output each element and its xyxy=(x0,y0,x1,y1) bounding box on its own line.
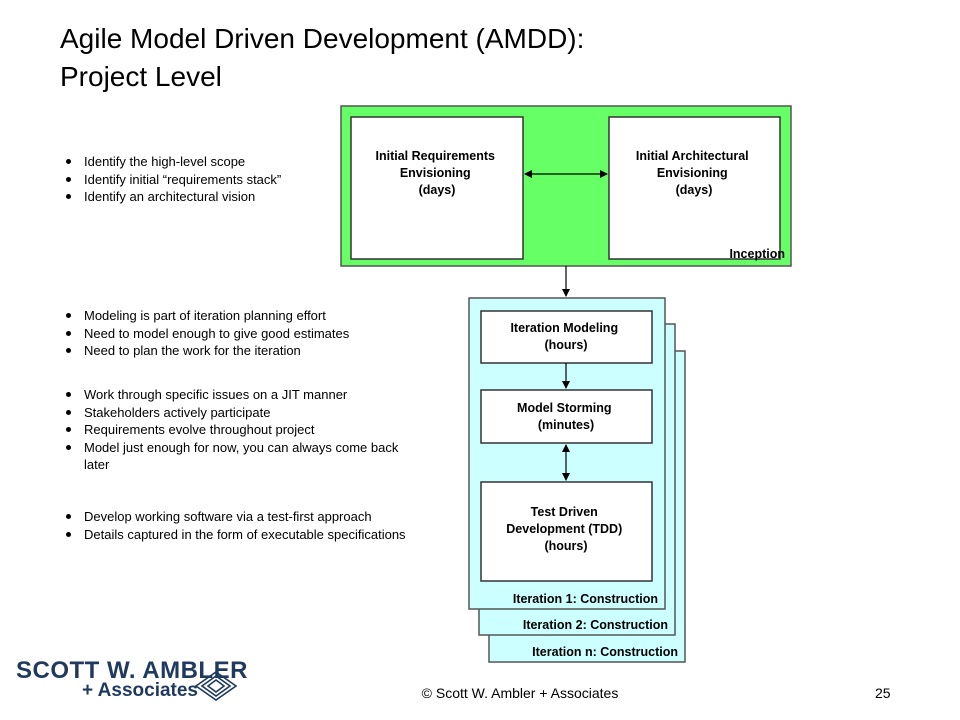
label-line: Test Driven xyxy=(531,505,598,519)
initial-requirements-label: Initial Requirements Envisioning (days) xyxy=(376,149,499,197)
iteration-2-label: Iteration 2: Construction xyxy=(523,618,668,632)
iteration-modeling-bullets: Modeling is part of iteration planning e… xyxy=(62,307,422,360)
logo-associates: + Associates xyxy=(82,680,199,701)
tdd-bullets: Develop working software via a test-firs… xyxy=(62,508,462,543)
logo-name: SCOTT W. AMBLER xyxy=(16,657,248,684)
label-line: Initial Architectural xyxy=(636,149,749,163)
label-line: (days) xyxy=(419,183,456,197)
label-line: Envisioning xyxy=(657,166,728,180)
initial-requirements-box xyxy=(350,116,524,260)
iteration-1-label: Iteration 1: Construction xyxy=(513,592,658,606)
iteration-n-label: Iteration n: Construction xyxy=(532,645,678,659)
bullet-item: Details captured in the form of executab… xyxy=(62,526,462,544)
label-line: Model Storming xyxy=(517,401,611,415)
bullet-item: Identify initial “requirements stack” xyxy=(62,171,332,189)
iteration-modeling-box xyxy=(480,310,653,364)
tdd-box xyxy=(480,481,653,582)
bullet-item: Requirements evolve throughout project xyxy=(62,421,402,439)
slide-title-line-2: Project Level xyxy=(60,61,222,92)
label-line: (days) xyxy=(676,183,713,197)
label-line: Initial Requirements xyxy=(376,149,496,163)
tdd-label: Test Driven Development (TDD) (hours) xyxy=(506,505,625,553)
model-storming-box xyxy=(480,389,653,444)
model-storming-label: Model Storming (minutes) xyxy=(517,401,615,432)
initial-architectural-box xyxy=(608,116,781,260)
bullet-item: Identify an architectural vision xyxy=(62,188,332,206)
footer-copyright: © Scott W. Ambler + Associates xyxy=(421,685,619,701)
logo-diamond-icon xyxy=(194,671,238,701)
label-line: (minutes) xyxy=(538,418,594,432)
bullet-item: Need to plan the work for the iteration xyxy=(62,342,422,360)
slide-title-line-1: Agile Model Driven Development (AMDD): xyxy=(60,23,585,54)
bullet-item: Identify the high-level scope xyxy=(62,153,332,171)
iteration-modeling-label: Iteration Modeling (hours) xyxy=(510,321,621,352)
label-line: (hours) xyxy=(544,338,587,352)
inception-label: Inception xyxy=(729,247,785,261)
model-storming-bullets: Work through specific issues on a JIT ma… xyxy=(62,386,402,474)
initial-architectural-label: Initial Architectural Envisioning (days) xyxy=(636,149,752,197)
label-line: Iteration Modeling xyxy=(510,321,618,335)
label-line: (hours) xyxy=(544,539,587,553)
label-line: Development (TDD) xyxy=(506,522,622,536)
bullet-item: Need to model enough to give good estima… xyxy=(62,325,422,343)
label-line: Envisioning xyxy=(400,166,471,180)
bullet-item: Model just enough for now, you can alway… xyxy=(62,439,402,474)
bullet-item: Modeling is part of iteration planning e… xyxy=(62,307,422,325)
scott-ambler-logo: SCOTT W. AMBLER + Associates xyxy=(14,656,247,708)
bullet-item: Develop working software via a test-firs… xyxy=(62,508,462,526)
slide-title: Agile Model Driven Development (AMDD): P… xyxy=(60,20,760,96)
page-number: 25 xyxy=(875,685,891,701)
inception-bullets: Identify the high-level scope Identify i… xyxy=(62,153,332,206)
bullet-item: Work through specific issues on a JIT ma… xyxy=(62,386,402,404)
bullet-item: Stakeholders actively participate xyxy=(62,404,402,422)
